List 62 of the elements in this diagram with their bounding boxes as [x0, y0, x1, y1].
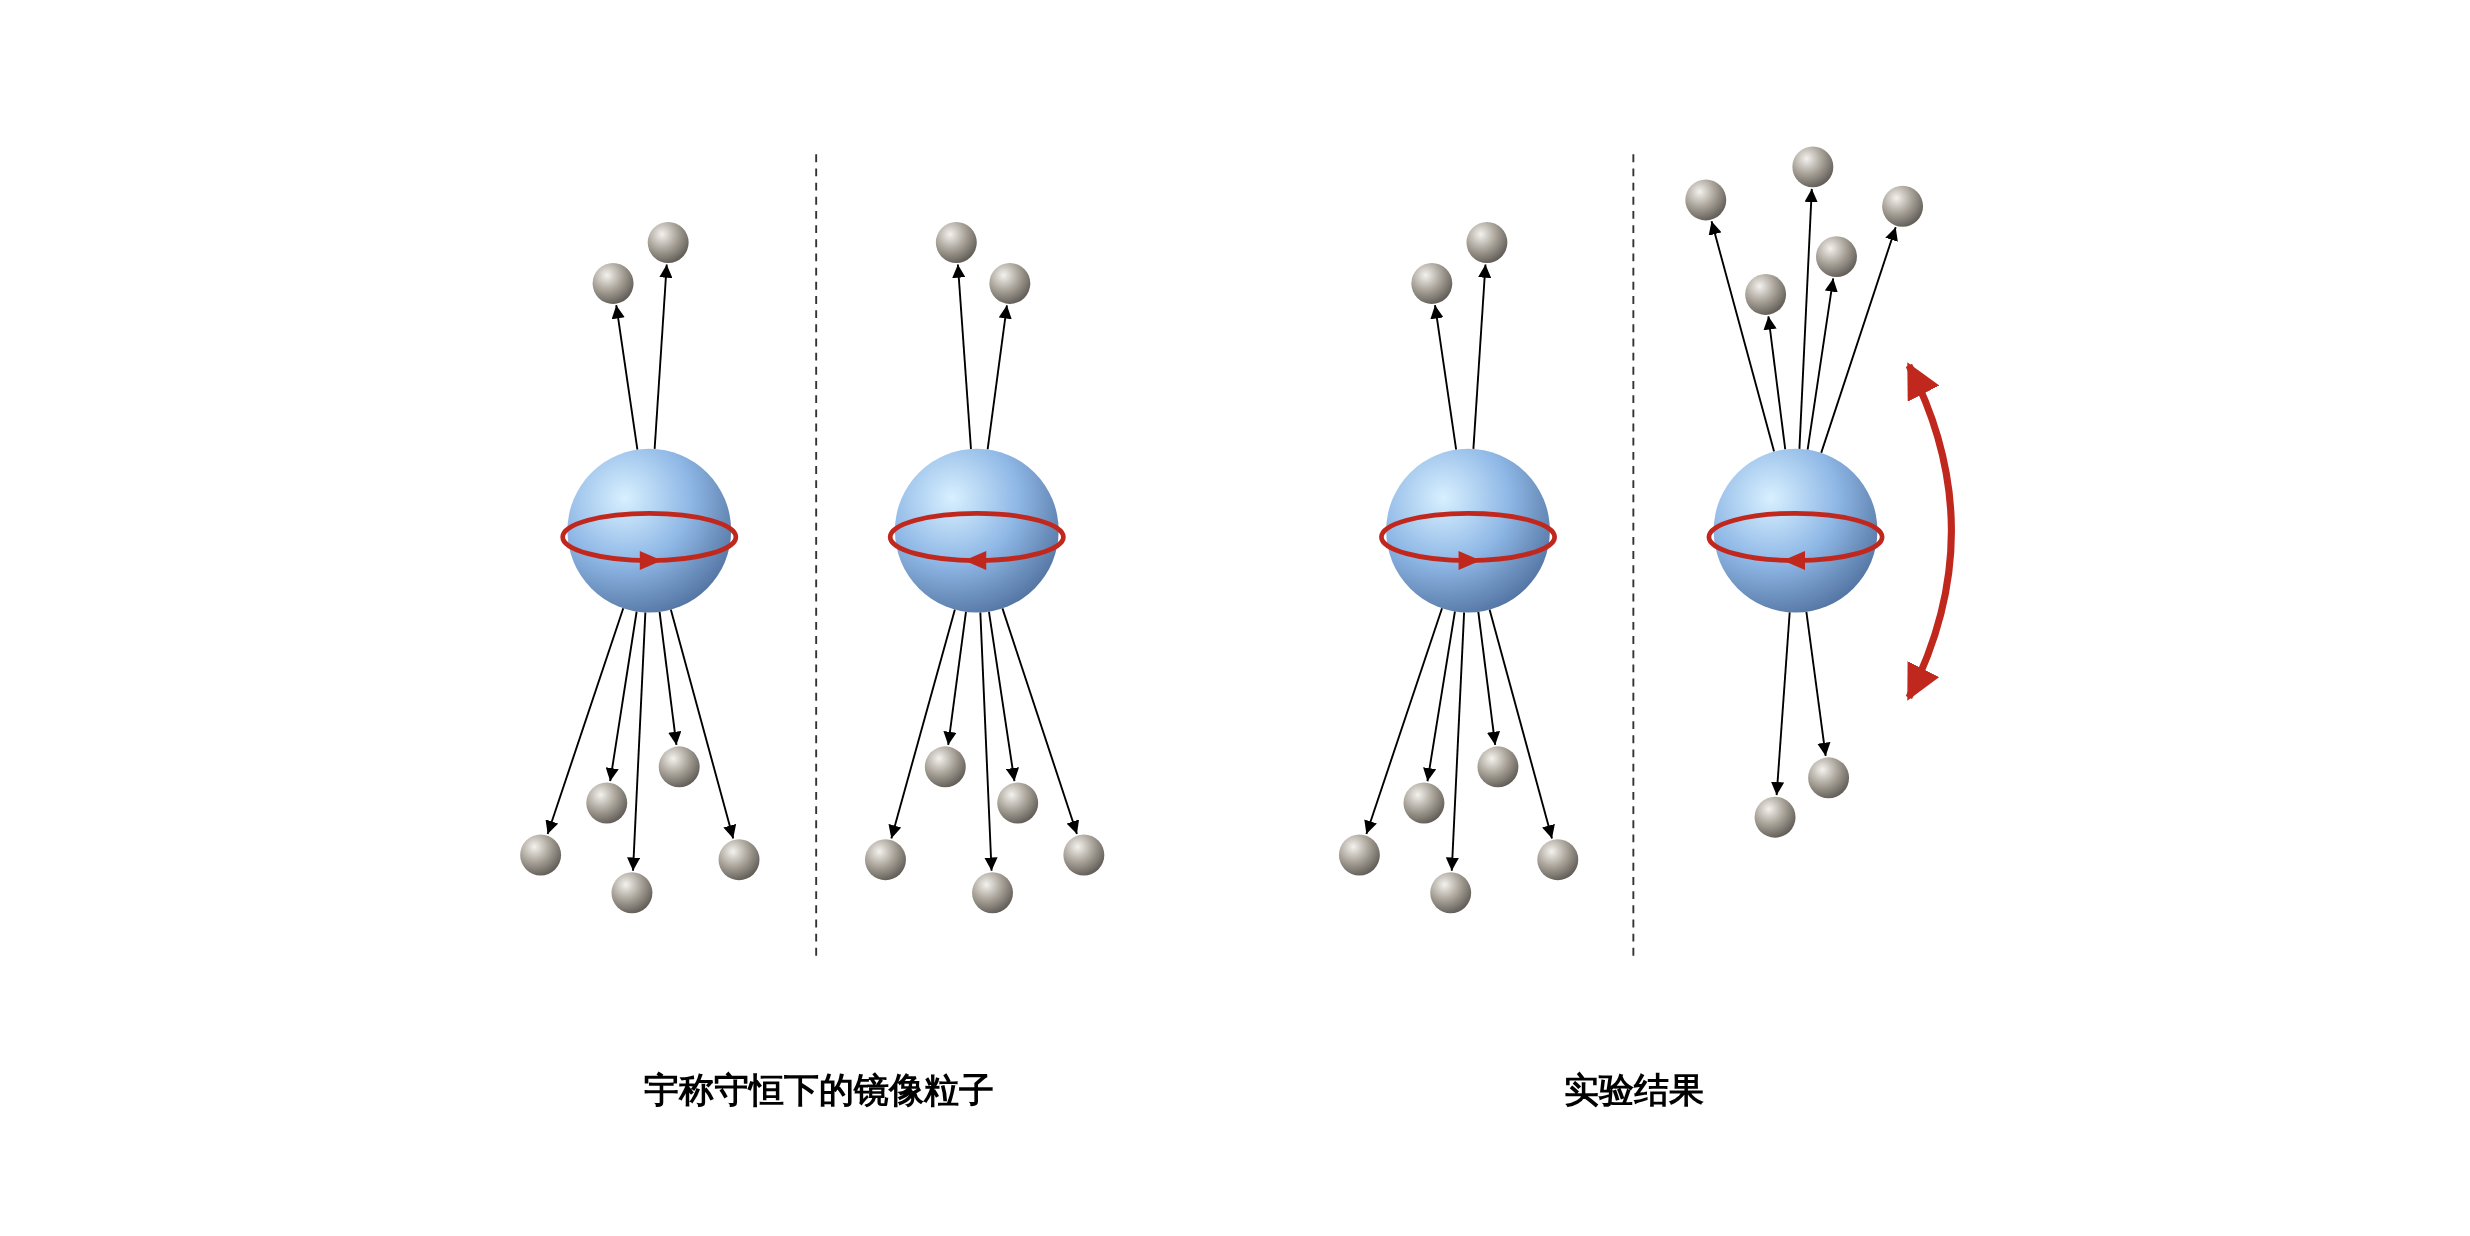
arrow	[653, 263, 673, 450]
arrow	[943, 610, 967, 746]
panel-caption: 实验结果	[1563, 1069, 1704, 1112]
arrow	[1805, 610, 1831, 757]
arrow	[658, 610, 682, 746]
particle-sphere	[1466, 222, 1508, 263]
arrow	[1001, 607, 1080, 835]
panel-caption: 宇称守恒下的镜像粒子	[644, 1069, 995, 1112]
particle-sphere	[1816, 236, 1857, 278]
particle-sphere	[989, 262, 1031, 304]
nucleus-sphere	[567, 448, 732, 613]
arrow	[1488, 608, 1555, 840]
particle-sphere	[647, 222, 689, 263]
particle-sphere	[1808, 757, 1850, 799]
particle-sphere	[1063, 834, 1105, 876]
arrow	[1820, 226, 1898, 454]
nucleus-sphere	[894, 448, 1059, 613]
particle-sphere	[1754, 796, 1796, 838]
arrow	[605, 610, 638, 783]
particle-sphere	[1685, 179, 1727, 221]
arrow	[986, 304, 1012, 451]
particle-sphere	[586, 782, 628, 824]
arrow	[888, 608, 956, 840]
particle-sphere	[1537, 839, 1579, 881]
particle-sphere	[718, 839, 760, 881]
particle-sphere	[1338, 834, 1380, 876]
particle-sphere	[1792, 146, 1834, 188]
arrow	[627, 611, 647, 872]
arrow	[1708, 220, 1776, 453]
particle-sphere	[1882, 185, 1924, 227]
arrow	[1771, 611, 1791, 797]
particle-sphere	[972, 872, 1013, 914]
arrow	[1445, 611, 1466, 872]
arrow	[1798, 187, 1818, 450]
arrow	[1763, 315, 1787, 451]
particle-sphere	[592, 262, 634, 304]
particle-sphere	[1745, 273, 1787, 315]
particle-sphere	[1411, 262, 1453, 304]
particle-sphere	[1477, 746, 1519, 788]
arrow	[988, 610, 1019, 783]
arrow	[1423, 610, 1456, 783]
arrow	[545, 607, 625, 835]
arrow	[952, 263, 972, 450]
arrow	[1364, 607, 1443, 835]
arrow	[979, 611, 998, 872]
particle-sphere	[865, 839, 906, 881]
particle-sphere	[935, 222, 977, 263]
arrow	[611, 304, 639, 451]
particle-sphere	[997, 782, 1039, 824]
particle-sphere	[611, 872, 653, 914]
particle-sphere	[658, 746, 700, 788]
arrow	[669, 608, 737, 840]
particle-sphere	[1403, 782, 1445, 824]
particle-sphere	[1430, 872, 1472, 914]
arrow	[1477, 610, 1501, 746]
nucleus-sphere	[1386, 448, 1550, 613]
particle-sphere	[924, 746, 966, 788]
nucleus-sphere	[1713, 448, 1878, 613]
arrow	[1472, 263, 1492, 450]
particle-sphere	[520, 834, 562, 876]
arrow	[1430, 304, 1458, 451]
arrow	[1806, 277, 1838, 451]
